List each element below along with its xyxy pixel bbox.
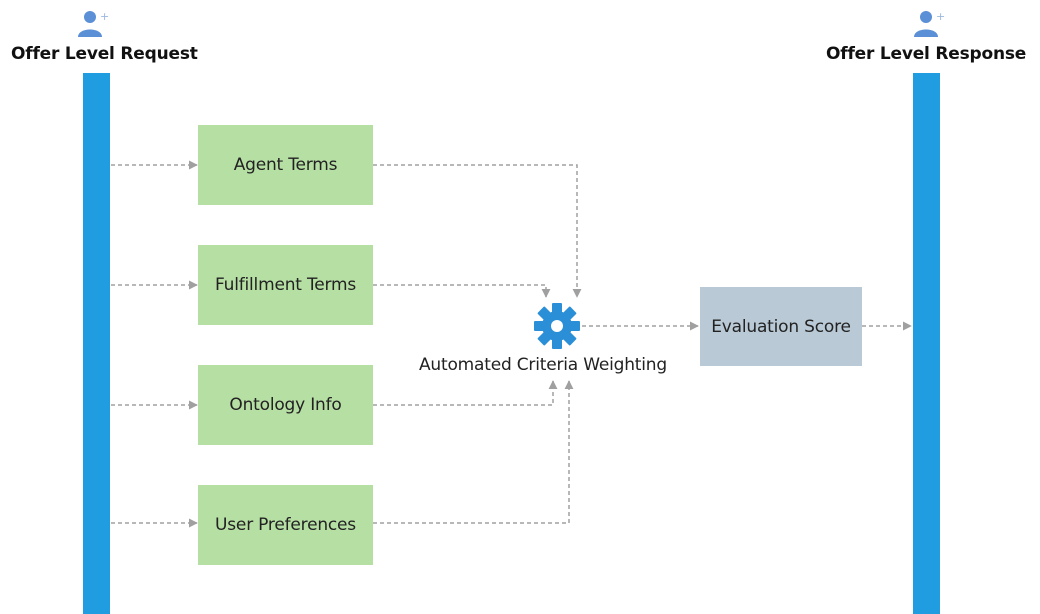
user-add-icon: +: [914, 10, 945, 37]
request-actor-label: Offer Level Request: [11, 44, 198, 64]
ontology-info-box: Ontology Info: [198, 365, 373, 445]
evaluation-score-box: Evaluation Score: [700, 287, 862, 366]
response-actor-label: Offer Level Response: [826, 44, 1027, 64]
arrow-agent-terms-to-weighting: [373, 164, 582, 298]
fulfillment-terms-box: Fulfillment Terms: [198, 245, 373, 325]
response-lifeline: [913, 73, 940, 614]
agent-terms-box: Agent Terms: [198, 125, 373, 205]
user-preferences-box: User Preferences: [198, 485, 373, 565]
arrow-user-preferences-to-weighting: [373, 380, 574, 524]
request-lifeline: [83, 73, 110, 614]
arrow-ontology-info-to-weighting: [373, 380, 558, 406]
svg-text:+: +: [936, 10, 945, 23]
weighting-label: Automated Criteria Weighting: [419, 355, 667, 375]
gear-icon: [534, 303, 580, 349]
arrow-fulfillment-terms-to-weighting: [373, 284, 551, 298]
user-add-icon: +: [78, 10, 109, 37]
svg-text:+: +: [100, 10, 109, 23]
